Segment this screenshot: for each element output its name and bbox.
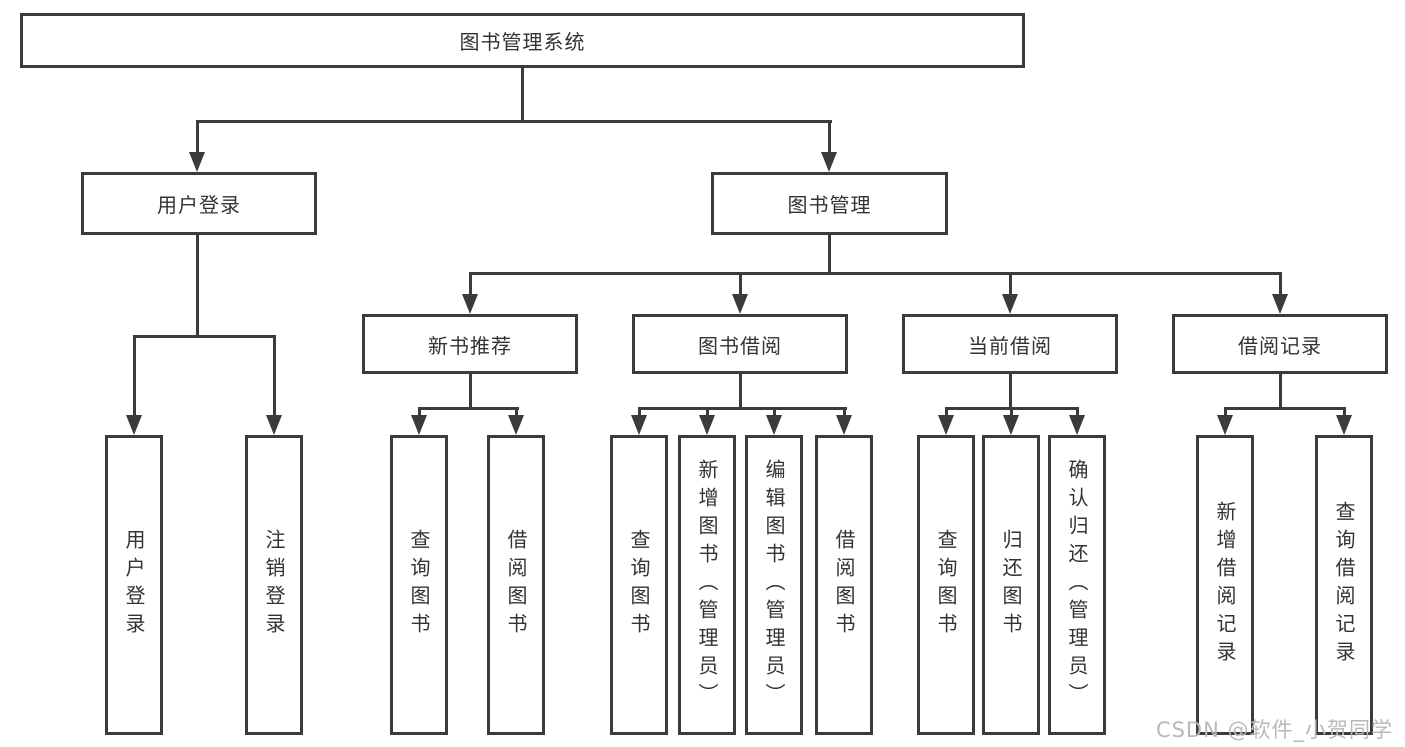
arrowhead-down-icon <box>1002 294 1018 314</box>
node-borrowing-records: 借阅记录 <box>1172 314 1388 374</box>
node-book-management: 图书管理 <box>711 172 948 235</box>
node-book-borrowing: 图书借阅 <box>632 314 848 374</box>
connector-drop-leaf <box>1009 407 1013 417</box>
leaf-query-books-rec: 查询图书 <box>390 435 448 735</box>
leaf-query-books-borrow-label: 查询图书 <box>627 529 651 641</box>
leaf-edit-books-admin-label: 编辑图书（管理员） <box>762 459 786 711</box>
leaf-borrow-books: 借阅图书 <box>815 435 873 735</box>
connector-drop-leaf <box>1223 407 1227 417</box>
leaf-borrow-books-rec-label: 借阅图书 <box>504 529 528 641</box>
node-library-management-system: 图书管理系统 <box>20 13 1025 68</box>
connector-drop-leaf <box>944 407 948 417</box>
arrowhead-down-icon <box>1336 415 1352 435</box>
connector-drop-leaf <box>417 407 421 417</box>
connector-drop-leaf <box>842 407 846 417</box>
connector-new-book-stub <box>468 374 472 410</box>
leaf-user-login-label: 用户登录 <box>122 529 146 641</box>
arrowhead-down-icon <box>766 415 782 435</box>
arrowhead-down-icon <box>1003 415 1019 435</box>
arrowhead-down-icon <box>1217 415 1233 435</box>
csdn-watermark: CSDN @软件_小贺同学 <box>1155 718 1393 742</box>
arrowhead-down-icon <box>631 415 647 435</box>
connector-book-management-stub <box>827 235 831 275</box>
connector-user-login-bus <box>132 335 276 338</box>
arrowhead-down-icon <box>732 294 748 314</box>
connector-borrow-records-bus <box>1223 407 1346 410</box>
leaf-query-borrow-record-label: 查询借阅记录 <box>1332 501 1356 669</box>
leaf-confirm-return-admin: 确认归还（管理员） <box>1048 435 1106 735</box>
node-new-book-recommendation: 新书推荐 <box>362 314 578 374</box>
connector-root-bus <box>195 120 832 123</box>
connector-new-book-bus <box>417 407 519 410</box>
arrowhead-down-icon <box>411 415 427 435</box>
connector-root-stub <box>520 68 524 123</box>
arrowhead-down-icon <box>266 415 282 435</box>
leaf-borrow-books-label: 借阅图书 <box>832 529 856 641</box>
connector-drop-leaf <box>705 407 709 417</box>
arrowhead-down-icon <box>821 152 837 172</box>
leaf-borrow-books-rec: 借阅图书 <box>487 435 545 735</box>
arrowhead-down-icon <box>1069 415 1085 435</box>
connector-drop-leaf <box>1342 407 1346 417</box>
leaf-add-books-admin-label: 新增图书（管理员） <box>695 459 719 711</box>
connector-drop-leaf <box>132 335 136 419</box>
leaf-edit-books-admin: 编辑图书（管理员） <box>745 435 803 735</box>
connector-drop-leaf <box>637 407 641 417</box>
connector-current-borrow-stub <box>1008 374 1012 410</box>
arrowhead-down-icon <box>126 415 142 435</box>
connector-drop-leaf <box>772 407 776 417</box>
connector-book-borrow-bus <box>637 407 847 410</box>
leaf-add-books-admin: 新增图书（管理员） <box>678 435 736 735</box>
leaf-add-borrow-record-label: 新增借阅记录 <box>1213 501 1237 669</box>
arrowhead-down-icon <box>462 294 478 314</box>
arrowhead-down-icon <box>1272 294 1288 314</box>
leaf-query-books-current-label: 查询图书 <box>934 529 958 641</box>
connector-drop-user-login <box>195 120 199 156</box>
leaf-add-borrow-record: 新增借阅记录 <box>1196 435 1254 735</box>
arrowhead-down-icon <box>508 415 524 435</box>
connector-book-borrow-stub <box>738 374 742 410</box>
connector-drop-leaf <box>514 407 518 417</box>
arrowhead-down-icon <box>938 415 954 435</box>
leaf-return-books: 归还图书 <box>982 435 1040 735</box>
leaf-query-borrow-record: 查询借阅记录 <box>1315 435 1373 735</box>
leaf-query-books-current: 查询图书 <box>917 435 975 735</box>
leaf-user-login: 用户登录 <box>105 435 163 735</box>
leaf-confirm-return-admin-label: 确认归还（管理员） <box>1065 459 1089 711</box>
node-user-login: 用户登录 <box>81 172 317 235</box>
leaf-logout-label: 注销登录 <box>262 529 286 641</box>
connector-borrow-records-stub <box>1278 374 1282 410</box>
leaf-return-books-label: 归还图书 <box>999 529 1023 641</box>
connector-drop-book-management <box>827 120 831 156</box>
connector-drop-level3 <box>1278 272 1282 298</box>
node-current-borrowing: 当前借阅 <box>902 314 1118 374</box>
connector-user-login-stub <box>195 235 199 338</box>
connector-book-management-bus <box>468 272 1282 275</box>
connector-drop-level3 <box>1008 272 1012 298</box>
connector-drop-leaf <box>1075 407 1079 417</box>
connector-drop-level3 <box>468 272 472 298</box>
connector-drop-level3 <box>738 272 742 298</box>
leaf-logout: 注销登录 <box>245 435 303 735</box>
arrowhead-down-icon <box>836 415 852 435</box>
connector-drop-leaf <box>272 335 276 419</box>
arrowhead-down-icon <box>699 415 715 435</box>
leaf-query-books-borrow: 查询图书 <box>610 435 668 735</box>
leaf-query-books-rec-label: 查询图书 <box>407 529 431 641</box>
arrowhead-down-icon <box>189 152 205 172</box>
